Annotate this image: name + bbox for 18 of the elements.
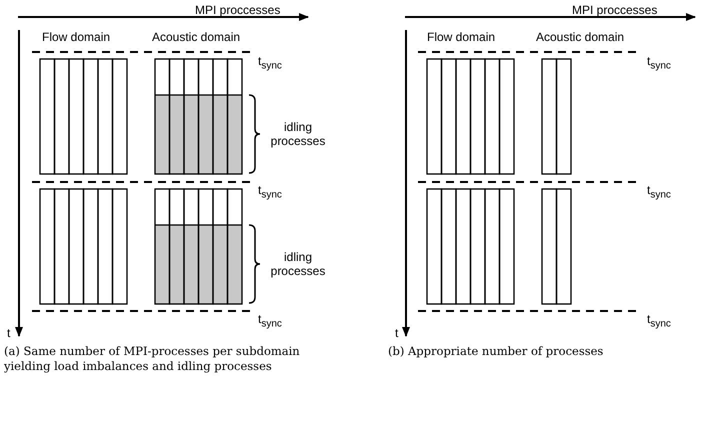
axis-label: t bbox=[7, 326, 10, 340]
sync-label: t$_{sync}$ bbox=[647, 312, 671, 332]
column-heading: Acoustic domain bbox=[536, 30, 624, 44]
caption: (b) Appropriate number of processes bbox=[388, 344, 604, 359]
annotation: idling processes bbox=[270, 250, 326, 278]
axis-label: t bbox=[395, 326, 398, 340]
sync-label: t$_{sync}$ bbox=[647, 54, 671, 74]
sync-label: t$_{sync}$ bbox=[258, 54, 282, 74]
sync-label: t$_{sync}$ bbox=[258, 312, 282, 332]
column-heading: Acoustic domain bbox=[152, 30, 240, 44]
axis-label: MPI proccesses bbox=[572, 3, 658, 17]
caption: (a) Same number of MPI-processes per subdomain yielding load imbalances and idling processes bbox=[4, 344, 300, 374]
column-heading: Flow domain bbox=[427, 30, 496, 44]
axis-label: MPI proccesses bbox=[195, 3, 280, 17]
annotation: idling processes bbox=[270, 120, 326, 148]
column-heading: Flow domain bbox=[42, 30, 110, 44]
sync-label: t$_{sync}$ bbox=[258, 183, 282, 202]
sync-label: t$_{sync}$ bbox=[647, 183, 671, 202]
